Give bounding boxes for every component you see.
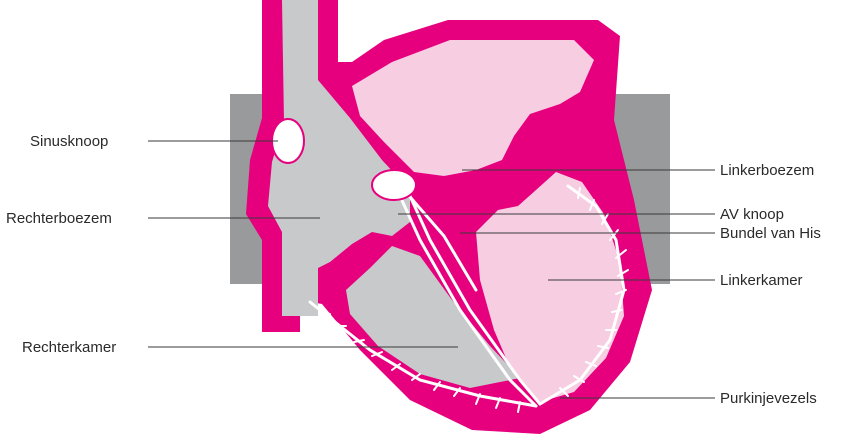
label-rechterkamer: Rechterkamer xyxy=(22,339,116,356)
label-linkerkamer: Linkerkamer xyxy=(720,272,803,289)
label-av-knoop: AV knoop xyxy=(720,206,784,223)
label-purkinjevezels: Purkinjevezels xyxy=(720,390,817,407)
av-node xyxy=(372,170,416,200)
label-rechterboezem: Rechterboezem xyxy=(6,210,112,227)
label-sinusknoop: Sinusknoop xyxy=(30,133,108,150)
label-linkerboezem: Linkerboezem xyxy=(720,162,814,179)
label-bundel-van-his: Bundel van His xyxy=(720,225,821,242)
